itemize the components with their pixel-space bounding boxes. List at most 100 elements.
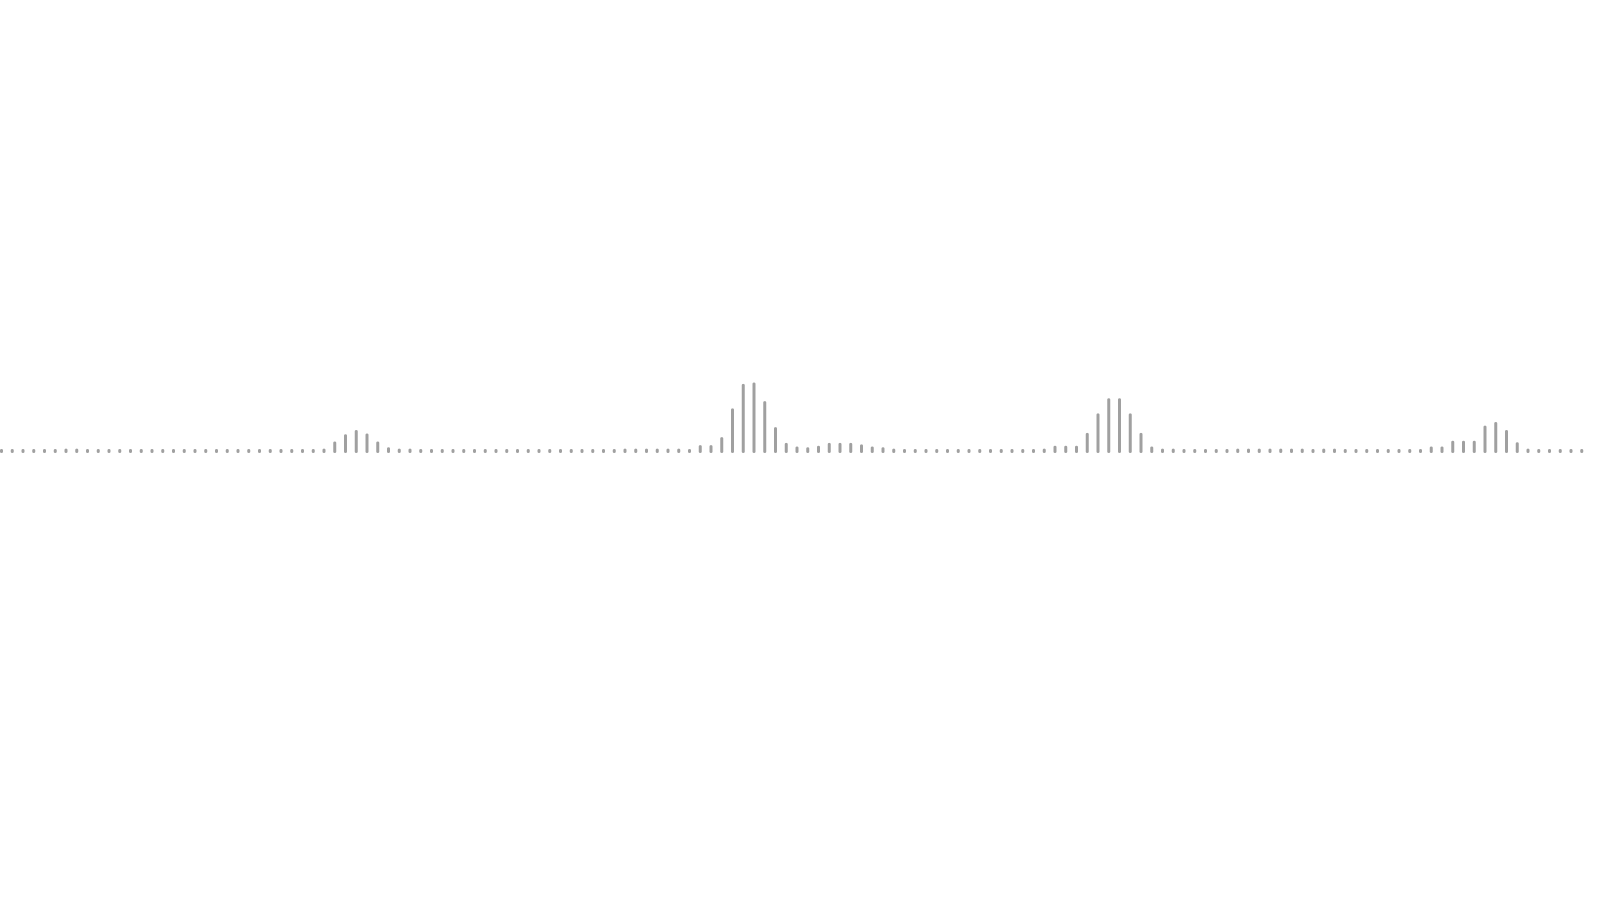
waveform-bar: [1118, 398, 1121, 453]
waveform-bar: [1483, 425, 1487, 453]
waveform-bar: [881, 447, 885, 453]
waveform-bar: [21, 449, 25, 453]
waveform-bar: [397, 448, 401, 453]
waveform-bar: [967, 449, 971, 453]
waveform-bar: [860, 444, 863, 453]
waveform-bar: [956, 449, 960, 453]
waveform-bar: [451, 449, 455, 453]
waveform-bar: [688, 449, 691, 453]
waveform-bar: [677, 448, 681, 453]
waveform-bar: [1515, 442, 1519, 453]
waveform-bar: [1150, 446, 1154, 453]
waveform-bar: [516, 449, 519, 453]
waveform-bar: [53, 449, 57, 453]
waveform-bar: [10, 449, 14, 453]
waveform-bar: [1171, 448, 1175, 453]
waveform-bar: [86, 449, 89, 453]
waveform-bar: [193, 449, 197, 453]
waveform-bar: [290, 449, 294, 453]
waveform-bar: [1300, 448, 1304, 453]
waveform-bar: [1214, 449, 1218, 453]
waveform-bar: [107, 449, 111, 453]
waveform-bar: [247, 449, 251, 453]
waveform-bar: [365, 433, 369, 453]
waveform-bar: [1182, 449, 1186, 453]
waveform-bar: [806, 447, 810, 453]
waveform-bar: [1010, 449, 1014, 453]
waveform-bar: [655, 448, 659, 453]
waveform-bar: [1322, 448, 1326, 453]
waveform-bar: [1021, 449, 1025, 453]
waveform-bar: [1376, 449, 1379, 453]
waveform-bar: [1279, 448, 1283, 453]
waveform-bar: [333, 441, 337, 453]
waveform-bar: [892, 448, 896, 453]
waveform-bar: [935, 449, 939, 453]
waveform-bar: [258, 449, 261, 453]
waveform-bar: [903, 449, 906, 453]
waveform-bar: [1537, 449, 1541, 453]
waveform-bar: [1085, 432, 1089, 453]
waveform-bar: [1569, 449, 1573, 453]
waveform-bar: [172, 449, 175, 453]
waveform-bar: [430, 449, 433, 453]
waveform-bar: [612, 449, 616, 453]
waveform-bar: [1053, 445, 1057, 453]
waveform-bar: [225, 449, 229, 453]
waveform-bar: [494, 449, 498, 453]
waveform-bar: [999, 449, 1003, 453]
waveform-bar: [311, 449, 315, 453]
waveform-bar: [1494, 422, 1498, 453]
waveform-bar: [64, 448, 68, 453]
waveform-bar: [720, 437, 724, 453]
waveform-bar: [870, 446, 874, 453]
waveform-bar: [75, 448, 79, 453]
waveform-bar: [419, 449, 423, 453]
waveform-bar: [559, 449, 562, 453]
waveform-bar: [1290, 448, 1293, 453]
waveform-bar: [43, 449, 46, 453]
waveform-bar: [354, 429, 358, 453]
waveform-bar: [752, 382, 756, 453]
waveform-bar: [548, 449, 552, 453]
waveform-bar: [741, 383, 745, 453]
waveform-bar: [505, 449, 509, 453]
waveform-bar: [161, 449, 165, 453]
waveform-bar: [1032, 449, 1035, 453]
waveform-bar: [268, 449, 272, 453]
waveform-bar: [634, 448, 638, 453]
waveform-bar: [1311, 449, 1315, 453]
waveform-bar: [709, 445, 713, 453]
waveform-bar: [204, 449, 208, 453]
waveform-bar: [1397, 449, 1401, 453]
waveform-bar: [731, 408, 734, 453]
waveform-bar: [1526, 448, 1530, 453]
waveform-bar: [344, 434, 347, 453]
waveform-bar: [537, 449, 541, 453]
waveform-bar: [1440, 446, 1444, 453]
waveform-bar: [1204, 449, 1207, 453]
waveform-bar: [946, 449, 949, 453]
waveform-bar: [483, 449, 487, 453]
waveform-bar: [473, 449, 476, 453]
waveform-bar: [182, 449, 186, 453]
waveform-bar: [1128, 413, 1132, 453]
waveform-bar: [150, 449, 154, 453]
waveform-bar: [978, 449, 982, 453]
waveform-bar: [526, 449, 530, 453]
waveform-bar: [1236, 448, 1240, 453]
waveform-bar: [236, 449, 240, 453]
waveform-bar: [784, 442, 788, 453]
waveform-bar: [666, 448, 670, 453]
waveform-bar: [1419, 449, 1422, 453]
waveform-bar: [1580, 449, 1584, 453]
waveform-bar: [1472, 440, 1476, 453]
waveform-bar: [795, 446, 799, 453]
waveform-bar: [408, 448, 412, 453]
waveform-bar: [924, 449, 928, 453]
waveform-bar: [1548, 449, 1551, 453]
waveform-bar: [1343, 449, 1347, 453]
waveform-bar: [1408, 449, 1412, 453]
